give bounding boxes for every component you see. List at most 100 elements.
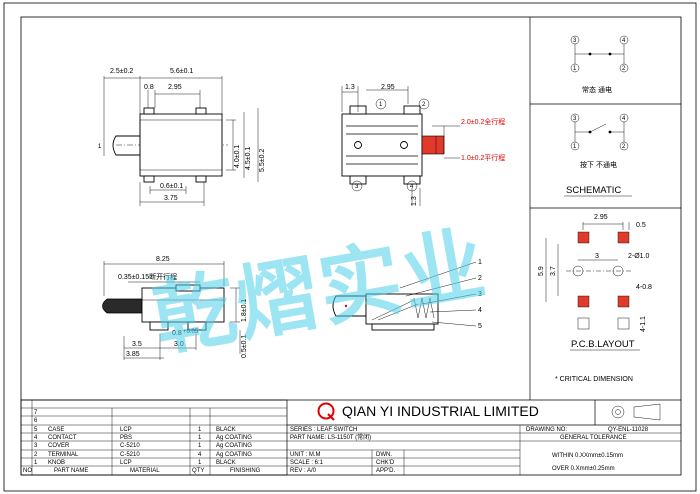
sch-n-pin1: 1 (573, 66, 577, 72)
sch-p-pin2: 2 (622, 144, 626, 150)
critical-note: * CRITICAL DIMENSION (555, 376, 633, 383)
top-dim-overall: 2.5±0.2 (110, 68, 133, 75)
bom-table: 7 6 5 CASE LCP 1 BLACK 4 CONTACT PBS 1 A… (20, 399, 288, 476)
side-dim-295: 2.95 (381, 84, 395, 91)
side-flat-travel: 1.0±0.2平行程 (461, 153, 505, 162)
projection-symbol-icon (611, 403, 661, 421)
top-dim-295: 2.95 (168, 84, 182, 91)
company-logo (317, 402, 335, 421)
bom-material: C-5210 (120, 443, 140, 449)
side-dim-13a: 1.3 (345, 84, 355, 91)
bom-qty: 1 (198, 435, 202, 441)
side-pin-4: 4 (410, 184, 414, 190)
side-view: 1.3 2.95 1.3 2.0±0.2全行程 1.0±0.2平行程 1 2 3… (341, 84, 505, 206)
drawing-no-label: DRAWING NO: (526, 427, 567, 433)
tolerance-over: OVER 0.Xmm±0.25mm (552, 466, 615, 472)
bom-row-2: 2 TERMINAL C-5210 4 Ag COATING (34, 452, 252, 458)
bom-no: 2 (34, 452, 38, 458)
schematic-pressed-label: 按下 不通电 (580, 160, 617, 169)
pcb-dim-3: 3 (595, 253, 599, 260)
side-full-travel: 2.0±0.2全行程 (461, 117, 505, 126)
top-dim-55: 5.5±0.2 (259, 149, 266, 172)
pcb-dim-59: 5.9 (538, 266, 545, 276)
callout-2: 2 (478, 275, 482, 282)
bom-no: 6 (34, 418, 38, 424)
bom-material: C-5210 (120, 452, 140, 458)
general-tolerance: GENERAL TOLERANCE (560, 435, 627, 441)
schematic-pressed: 3 4 1 2 按下 不通电 (570, 113, 629, 169)
bom-qty: 1 (198, 460, 202, 466)
pcb-dim-295: 2.95 (594, 214, 608, 221)
company-name: QIAN YI INDUSTRIAL LIMITED (342, 403, 539, 419)
sch-n-pin2: 2 (622, 66, 626, 72)
chkd-label: CHK'D (376, 460, 395, 466)
bom-row-6: 6 (34, 418, 38, 424)
bom-no: 1 (34, 460, 38, 466)
bom-row-5: 5 CASE LCP 1 BLACK (34, 427, 236, 433)
sch-p-pin1: 1 (573, 144, 577, 150)
bom-header-finish: FINISHING (230, 468, 261, 474)
top-dim-06: 0.6±0.1 (160, 183, 183, 190)
side-dim-13b: 1.3 (411, 196, 418, 206)
front-dim-30: 3.0 (174, 341, 184, 348)
bom-part: TERMINAL (48, 452, 79, 458)
inner-frame (20, 16, 682, 476)
front-dim-08-tol: +0.05 (183, 329, 199, 335)
callout-5: 5 (478, 323, 482, 330)
schematic-normal: 3 4 1 2 常态 通电 (570, 35, 629, 94)
front-dim-385: 3.85 (126, 351, 140, 358)
pcb-dim-408: 4-0.8 (636, 284, 652, 291)
bom-header-part: PART NAME (54, 468, 88, 474)
pcb-dim-05: 0.5 (636, 222, 646, 229)
bom-part: CASE (48, 427, 64, 433)
scale: SCALE : 6:1 (290, 460, 324, 466)
tolerance-within: WITHIN 0.XXmm±0.15mm (552, 453, 623, 459)
bom-finish: Ag COATING (216, 443, 252, 449)
watermark: 乾熠实业 (146, 216, 493, 368)
front-break-travel: 0.35±0.15断开行程 (118, 272, 177, 281)
bom-row-1: 1 KNOB LCP 1 BLACK (34, 460, 236, 466)
bom-header-no: NO (23, 468, 32, 474)
sch-p-pin3: 3 (573, 116, 577, 122)
front-dim-05: 0.5±0.1 (241, 335, 248, 358)
top-dim-1: 1 (98, 144, 102, 150)
outer-frame (3, 2, 697, 492)
title-block: QIAN YI INDUSTRIAL LIMITED SERIES : LEAF… (287, 400, 681, 475)
series: SERIES : LEAF SWITCH (290, 427, 357, 433)
top-dim-body: 5.6±0.1 (170, 68, 193, 75)
bom-no: 7 (34, 410, 38, 416)
bom-part: CONTACT (48, 435, 77, 441)
bom-row-3: 3 COVER C-5210 1 Ag COATING (34, 443, 252, 449)
bom-header-qty: QTY (192, 468, 204, 474)
sch-n-pin3: 3 (573, 38, 577, 44)
bom-qty: 4 (198, 452, 202, 458)
front-dim-08: 0.8 (172, 330, 182, 337)
side-pin-2: 2 (422, 102, 426, 108)
front-dim-18: 1.8±0.1 (241, 299, 248, 322)
bom-part: KNOB (48, 460, 65, 466)
top-dim-08: 0.8 (144, 84, 154, 91)
front-dim-825: 8.25 (156, 256, 170, 263)
bom-finish: BLACK (216, 460, 236, 466)
bom-qty: 1 (198, 443, 202, 449)
bom-no: 5 (34, 427, 38, 433)
callout-1: 1 (478, 259, 482, 266)
front-dim-35: 3.5 (132, 341, 142, 348)
pcb-dim-hole: 2-Ø1.0 (628, 253, 650, 260)
top-dim-45: 4.5±0.1 (245, 147, 252, 170)
top-view: 2.5±0.2 5.6±0.1 0.8 2.95 1 4.0±0.1 4.5±0… (98, 68, 266, 206)
bom-part: COVER (48, 443, 70, 449)
callout-4: 4 (478, 307, 482, 314)
sch-p-pin4: 4 (622, 116, 626, 122)
schematic-panel: 3 4 1 2 常态 通电 3 4 1 2 按下 不通电 SCHEMATIC (530, 35, 681, 209)
schematic-title: SCHEMATIC (566, 185, 621, 196)
bom-material: LCP (120, 427, 132, 433)
drawing-no: QY-ENL-11028 (608, 427, 649, 433)
bom-row-7: 7 (34, 410, 38, 416)
top-dim-375: 3.75 (164, 195, 178, 202)
pcb-layout: 2.95 0.5 3 2-Ø1.0 5.9 3.7 4-0.8 4-1.1 P.… (538, 214, 652, 383)
front-view: 8.25 0.35±0.15断开行程 3.5 3.0 3.85 0.8 +0.0… (102, 256, 248, 360)
bom-finish: Ag COATING (216, 435, 252, 441)
bom-no: 4 (34, 435, 38, 441)
